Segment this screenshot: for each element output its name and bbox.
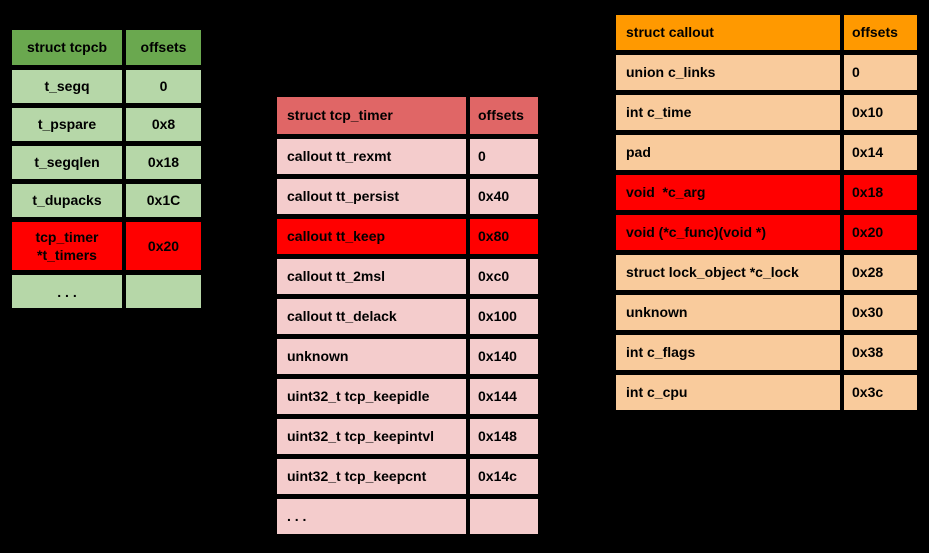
table-header-name: struct tcpcb	[12, 30, 122, 65]
table-header-offsets: offsets	[470, 97, 538, 134]
offset-cell: 0x100	[470, 299, 538, 334]
offset-cell: 0x14	[844, 135, 917, 170]
struct-field-cell: union c_links	[616, 55, 840, 90]
offset-cell: 0x144	[470, 379, 538, 414]
offset-cell: 0	[844, 55, 917, 90]
offset-cell	[470, 499, 538, 534]
offset-cell: 0x30	[844, 295, 917, 330]
offset-cell: 0x38	[844, 335, 917, 370]
offset-cell: 0x148	[470, 419, 538, 454]
offset-cell: 0x80	[470, 219, 538, 254]
offset-cell: 0x20	[126, 222, 201, 271]
struct-field-cell: tcp_timer *t_timers	[12, 222, 122, 271]
struct-field-cell: void *c_arg	[616, 175, 840, 210]
struct-field-cell: callout tt_rexmt	[277, 139, 466, 174]
offset-cell: 0xc0	[470, 259, 538, 294]
struct-field-cell: pad	[616, 135, 840, 170]
table-header-offsets: offsets	[126, 30, 201, 65]
offset-cell: 0x14c	[470, 459, 538, 494]
offset-cell	[126, 275, 201, 309]
offset-cell: 0x10	[844, 95, 917, 130]
table-header-name: struct tcp_timer	[277, 97, 466, 134]
offset-cell: 0x140	[470, 339, 538, 374]
table-row: . . .	[12, 275, 201, 309]
offset-cell: 0x40	[470, 179, 538, 214]
struct-field-cell: unknown	[277, 339, 466, 374]
struct-field-cell: . . .	[12, 275, 122, 309]
struct-field-cell: t_segq	[12, 70, 122, 103]
struct-field-cell: uint32_t tcp_keepidle	[277, 379, 466, 414]
struct-field-cell: uint32_t tcp_keepcnt	[277, 459, 466, 494]
table-header-offsets: offsets	[844, 15, 917, 50]
struct-field-cell: . . .	[277, 499, 466, 534]
struct-field-cell: t_dupacks	[12, 184, 122, 217]
offset-cell: 0x18	[844, 175, 917, 210]
struct-field-cell: callout tt_persist	[277, 179, 466, 214]
offset-cell: 0x18	[126, 146, 201, 179]
offset-cell: 0x8	[126, 108, 201, 141]
offset-cell: 0x20	[844, 215, 917, 250]
offset-cell: 0x1C	[126, 184, 201, 217]
offset-cell: 0	[126, 70, 201, 103]
table-row: void (*c_func)(void *)0x20	[616, 215, 917, 250]
table-header-name: struct callout	[616, 15, 840, 50]
struct-field-cell: callout tt_keep	[277, 219, 466, 254]
struct-field-cell: struct lock_object *c_lock	[616, 255, 840, 290]
struct-field-cell: uint32_t tcp_keepintvl	[277, 419, 466, 454]
struct-field-cell: unknown	[616, 295, 840, 330]
struct-field-cell: callout tt_2msl	[277, 259, 466, 294]
struct-field-cell: int c_cpu	[616, 375, 840, 410]
struct-field-cell: void (*c_func)(void *)	[616, 215, 840, 250]
struct-field-cell: int c_flags	[616, 335, 840, 370]
offset-cell: 0x28	[844, 255, 917, 290]
struct-field-cell: callout tt_delack	[277, 299, 466, 334]
struct-field-cell: t_segqlen	[12, 146, 122, 179]
struct-field-cell: t_pspare	[12, 108, 122, 141]
offset-cell: 0	[470, 139, 538, 174]
table-row: . . .	[277, 499, 538, 534]
offset-cell: 0x3c	[844, 375, 917, 410]
struct-field-cell: int c_time	[616, 95, 840, 130]
